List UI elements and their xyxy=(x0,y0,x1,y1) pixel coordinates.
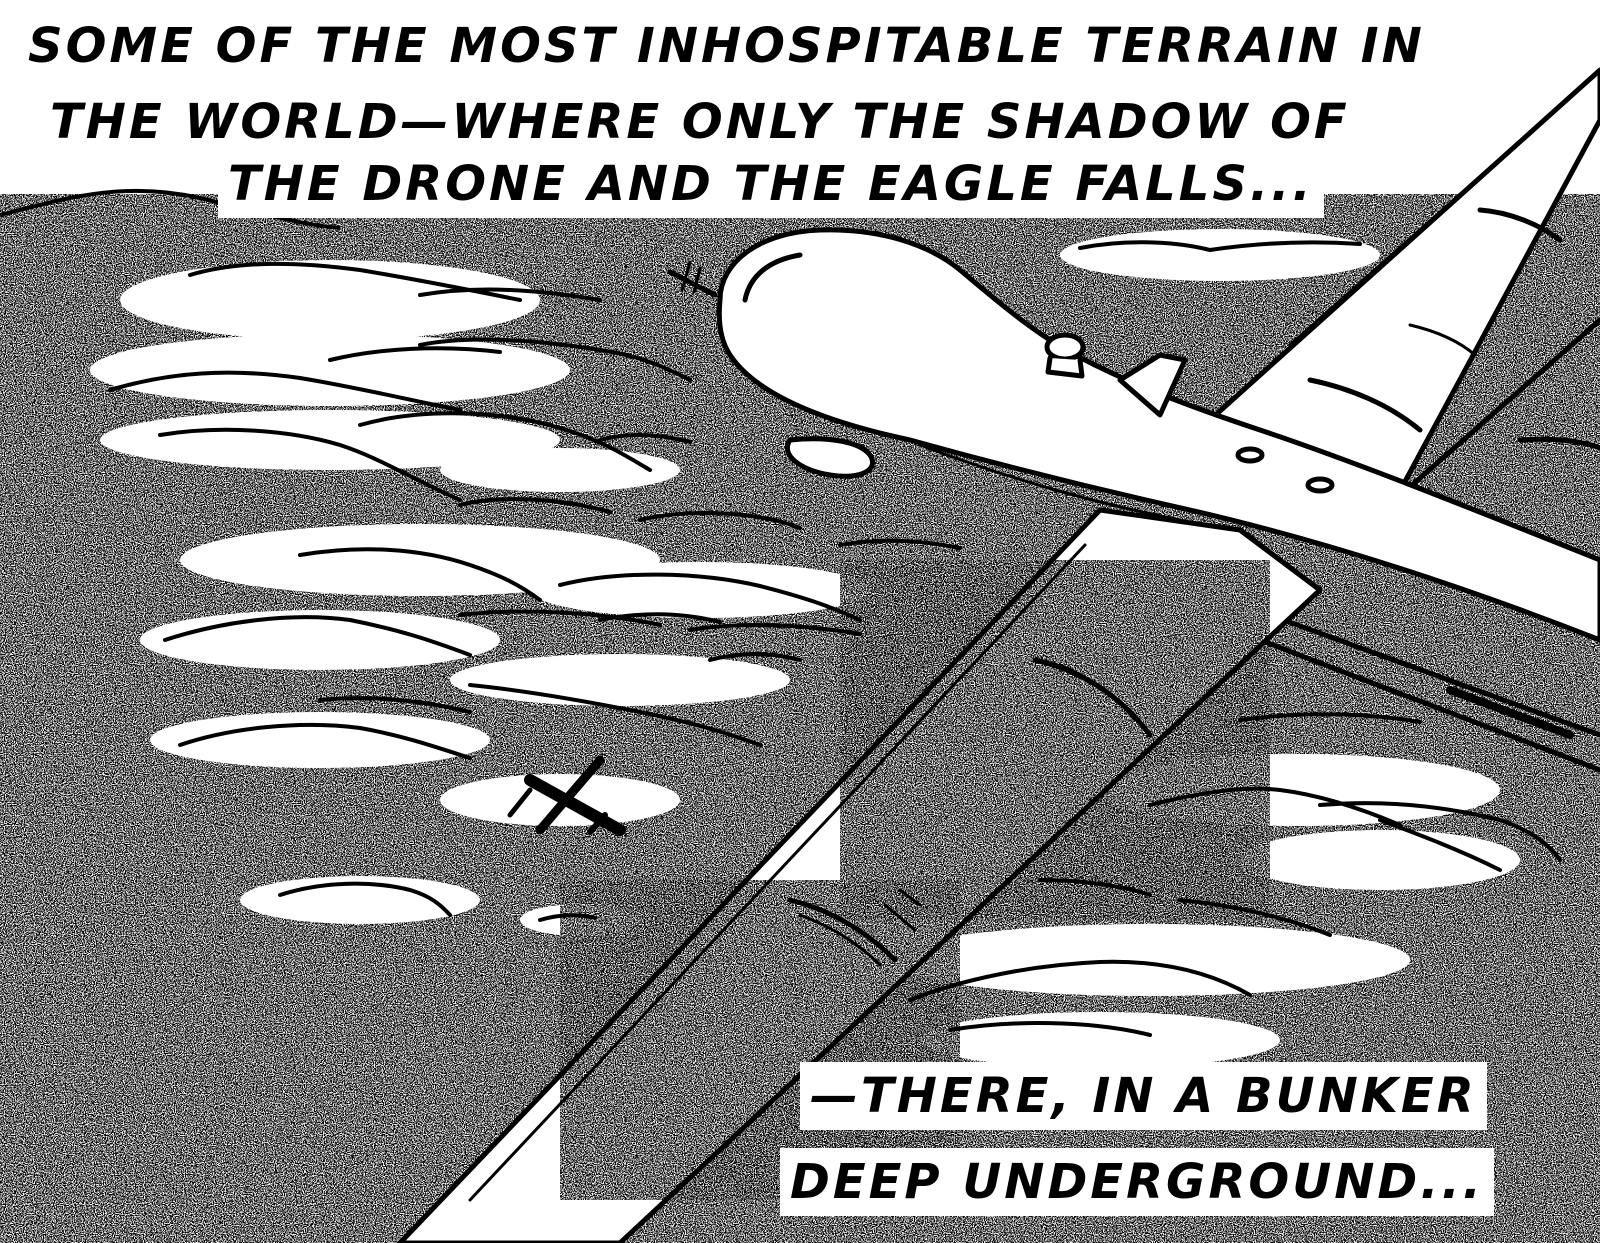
caption-top-line-3: THE DRONE AND THE EAGLE FALLS... xyxy=(218,150,1324,218)
caption-bottom-line-2: DEEP UNDERGROUND... xyxy=(780,1148,1494,1216)
mountain-ridge xyxy=(0,188,341,230)
caption-bottom-line-1: —THERE, IN A BUNKER xyxy=(800,1062,1487,1130)
drone-fuselage xyxy=(716,227,1600,643)
caption-top-line-1: SOME OF THE MOST INHOSPITABLE TERRAIN IN xyxy=(18,12,1435,80)
drone xyxy=(397,67,1600,1243)
caption-top-line-2: THE WORLD—WHERE ONLY THE SHADOW OF xyxy=(40,88,1360,156)
hill-contours xyxy=(108,240,1562,1037)
aircraft-silhouette xyxy=(507,755,626,836)
